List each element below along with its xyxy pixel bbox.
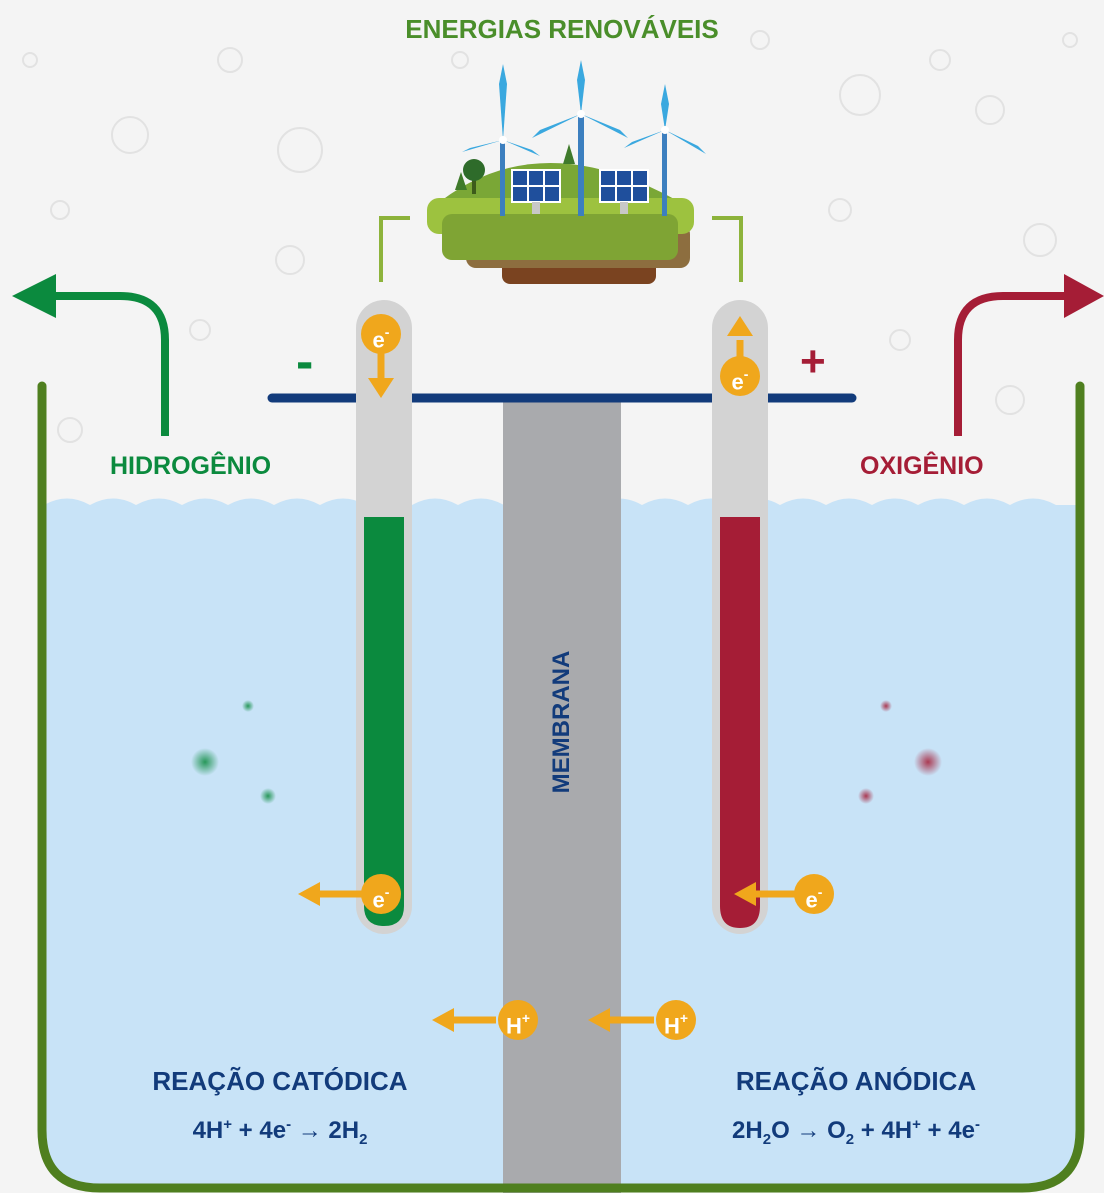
- anodic-equation: 2H2O → O2 + 4H+ + 4e-: [686, 1116, 1026, 1148]
- wind-turbine-icon: [462, 60, 706, 216]
- electron-charge: -: [743, 366, 749, 382]
- eq-sup: +: [912, 1116, 921, 1133]
- eq-sub: 2: [762, 1130, 772, 1148]
- proton-charge: +: [521, 1010, 531, 1026]
- electron-icon: e-: [794, 874, 834, 914]
- oxygen-particles: [858, 700, 942, 804]
- anode-electrode: [712, 300, 768, 934]
- membrane: [503, 398, 621, 1193]
- proton-charge: +: [679, 1010, 689, 1026]
- oxygen-label: OXIGÊNIO: [860, 452, 984, 480]
- tank-wall: [37, 381, 1085, 1193]
- eq-term: 4H: [192, 1117, 224, 1144]
- diagram-title: ENERGIAS RENOVÁVEIS: [405, 14, 719, 44]
- renewable-island: [427, 60, 706, 284]
- eq-arrow: →: [291, 1117, 329, 1144]
- cathodic-equation: 4H+ + 4e- → 2H2: [130, 1116, 430, 1148]
- proton-icon: H+: [498, 1000, 538, 1040]
- electron-icon: e-: [720, 356, 760, 396]
- anode-sign: +: [800, 337, 826, 386]
- eq-sub: 2: [845, 1130, 855, 1148]
- cathode-electrode: [356, 300, 412, 934]
- eq-sup: -: [974, 1116, 980, 1133]
- proton-symbol: H: [663, 1013, 680, 1039]
- eq-term: 2H: [732, 1117, 763, 1144]
- electron-symbol: e: [805, 887, 818, 913]
- eq-term: + 4e: [232, 1117, 287, 1144]
- eq-sub: 2: [359, 1130, 368, 1148]
- electron-icon: e-: [361, 874, 401, 914]
- electron-symbol: e: [731, 369, 744, 395]
- eq-sup: -: [286, 1116, 292, 1133]
- eq-term: 2H: [328, 1117, 360, 1144]
- electron-charge: -: [817, 884, 823, 900]
- cathode-sign: -: [296, 333, 314, 391]
- proton-arrows: [432, 1008, 654, 1032]
- oxygen-outlet-arrow: [954, 274, 1104, 436]
- hydrogen-label: HIDROGÊNIO: [110, 452, 272, 480]
- anodic-reaction-title: REAÇÃO ANÓDICA: [735, 1066, 977, 1096]
- electron-symbol: e: [372, 887, 385, 913]
- solar-panel-icon: [511, 169, 649, 214]
- electron-charge: -: [384, 324, 390, 340]
- hydrogen-particles: [191, 700, 276, 804]
- eq-term: + 4H: [854, 1117, 913, 1144]
- membrane-label: MEMBRANA: [548, 650, 575, 794]
- wire-right: [712, 216, 743, 282]
- tree-icon: [455, 144, 575, 194]
- cathodic-reaction-title: REAÇÃO CATÓDICA: [152, 1066, 408, 1096]
- eq-term: + 4e: [920, 1117, 975, 1144]
- proton-icon: H+: [656, 1000, 696, 1040]
- electron-icon: e-: [361, 314, 401, 354]
- proton-symbol: H: [505, 1013, 522, 1039]
- electron-charge: -: [384, 884, 390, 900]
- eq-sup: +: [223, 1116, 233, 1133]
- eq-term: O → O: [771, 1117, 846, 1144]
- hydrogen-outlet-arrow: [12, 274, 169, 436]
- electron-symbol: e: [372, 327, 385, 353]
- wire-left: [379, 216, 410, 282]
- background-bubbles: [22, 30, 1078, 443]
